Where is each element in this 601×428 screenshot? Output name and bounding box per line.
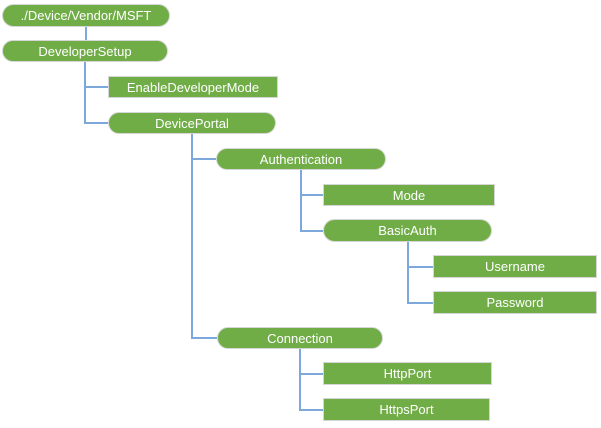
connector-line [301, 194, 323, 196]
tree-node-label: Mode [392, 187, 426, 203]
tree-node-httpport: HttpPort [323, 362, 492, 385]
tree-node-label: HttpsPort [379, 402, 434, 417]
tree-node-developersetup: DeveloperSetup [2, 40, 168, 62]
tree-node-connection: Connection [217, 327, 383, 349]
tree-node-mode: Mode [323, 184, 495, 206]
tree-node-root: ./Device/Vendor/MSFT [2, 4, 170, 27]
tree-node-enabledevelopermode: EnableDeveloperMode [108, 76, 278, 98]
tree-node-basicauth: BasicAuth [323, 219, 492, 242]
connector-line [85, 122, 108, 124]
tree-node-label: EnableDeveloperMode [126, 79, 260, 95]
connector-line [192, 337, 217, 339]
connector-line [192, 158, 216, 160]
tree-node-label: Password [486, 295, 544, 310]
tree-node-deviceportal: DevicePortal [108, 112, 276, 134]
connector-line [301, 230, 323, 232]
connector-line [85, 27, 87, 40]
connector-line [300, 170, 302, 232]
connector-line [408, 302, 433, 304]
connector-line [191, 134, 193, 339]
tree-node-label: ./Device/Vendor/MSFT [20, 8, 152, 23]
tree-node-password: Password [433, 291, 597, 314]
tree-node-label: DeveloperSetup [38, 43, 132, 59]
connector-line [407, 242, 409, 304]
tree-node-label: DevicePortal [155, 115, 229, 131]
connector-line [300, 373, 323, 375]
connector-line [300, 409, 323, 411]
tree-node-label: Connection [267, 330, 333, 346]
tree-node-authentication: Authentication [216, 148, 386, 170]
tree-node-username: Username [433, 255, 597, 278]
tree-node-label: HttpPort [383, 366, 432, 381]
tree-node-label: Authentication [259, 151, 343, 167]
tree-node-httpsport: HttpsPort [323, 398, 490, 421]
connector-line [85, 86, 108, 88]
connector-line [299, 349, 301, 411]
connector-line [408, 266, 433, 268]
tree-node-label: Username [485, 259, 545, 274]
connector-line [84, 62, 86, 124]
tree-node-label: BasicAuth [378, 223, 437, 238]
